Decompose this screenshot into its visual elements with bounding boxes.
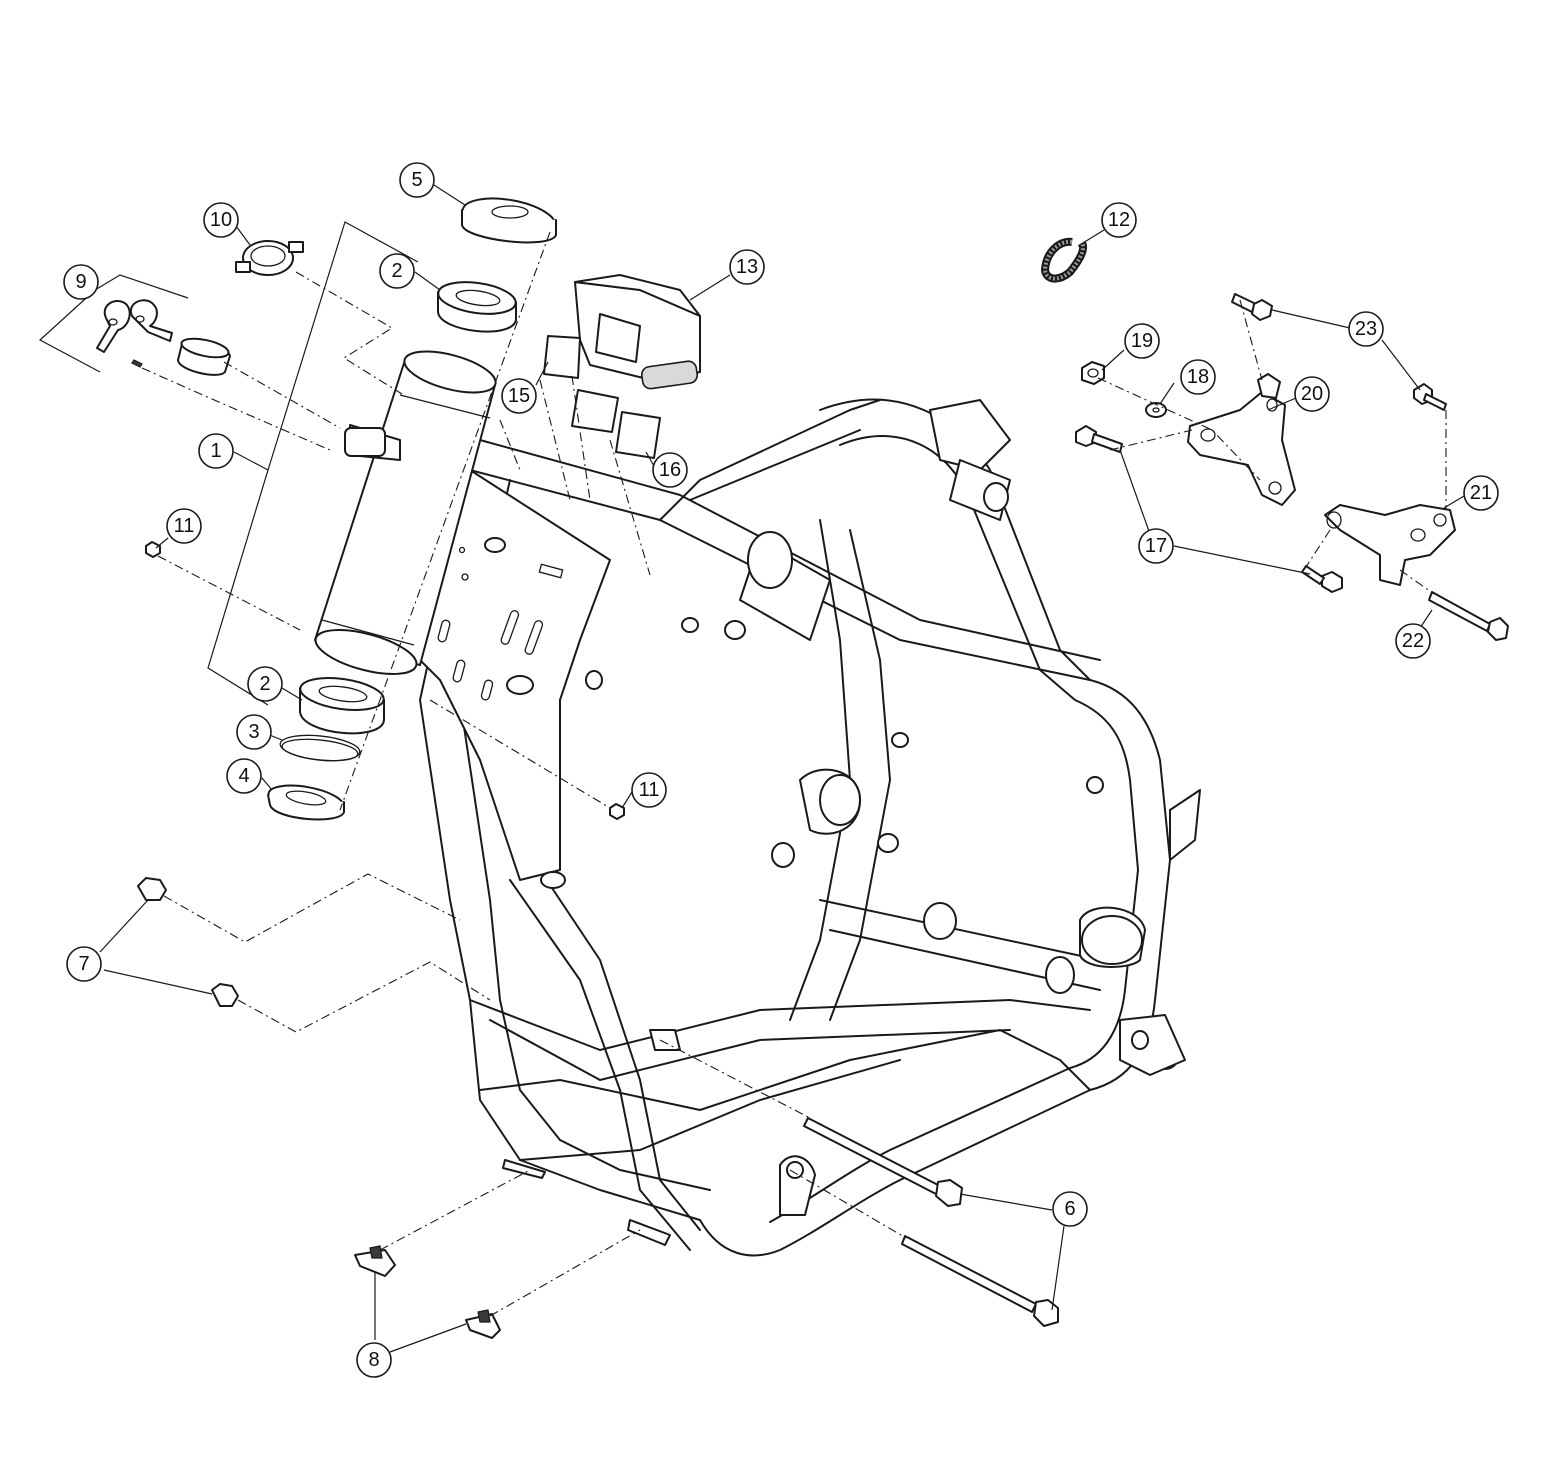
plate-bolt-upper xyxy=(145,541,161,558)
engine-hanger-left xyxy=(1187,373,1296,506)
hanger-washer xyxy=(1145,402,1167,418)
callout-2-lower: 2 xyxy=(247,666,283,702)
svg-text:5: 5 xyxy=(411,169,422,191)
callout-20: 20 xyxy=(1294,376,1330,412)
callout-16: 16 xyxy=(652,452,688,488)
svg-text:22: 22 xyxy=(1402,630,1424,652)
svg-text:2: 2 xyxy=(259,673,270,695)
frame-nut-lower xyxy=(211,983,239,1007)
svg-text:12: 12 xyxy=(1108,209,1130,231)
engine-bolt-lower xyxy=(901,1235,1059,1327)
hanger-bolt-upper xyxy=(1075,425,1123,453)
hanger-bolt-lower xyxy=(1301,565,1343,593)
key-set xyxy=(96,299,386,457)
main-frame xyxy=(419,398,1171,1257)
hanger-bolt-23-upper xyxy=(1231,293,1273,321)
leader-lines xyxy=(38,184,1465,1353)
callout-4: 4 xyxy=(226,758,262,794)
callout-19: 19 xyxy=(1124,323,1160,359)
callout-21: 21 xyxy=(1463,475,1499,511)
callout-22: 22 xyxy=(1395,623,1431,659)
svg-text:6: 6 xyxy=(1064,1198,1075,1220)
callout-17: 17 xyxy=(1138,528,1174,564)
callout-12: 12 xyxy=(1101,202,1137,238)
svg-text:17: 17 xyxy=(1145,535,1167,557)
svg-text:10: 10 xyxy=(210,209,232,231)
svg-text:11: 11 xyxy=(174,515,195,537)
electrical-box xyxy=(543,274,701,459)
callout-11-lower: 11 xyxy=(631,772,667,808)
svg-text:2: 2 xyxy=(391,260,402,282)
engine-hanger-right xyxy=(1324,504,1456,586)
svg-text:3: 3 xyxy=(248,721,259,743)
lower-seal xyxy=(267,784,345,821)
callout-9: 9 xyxy=(63,264,99,300)
svg-text:18: 18 xyxy=(1187,366,1209,388)
assembly-lines xyxy=(141,231,1447,1317)
cable-tie xyxy=(1040,237,1087,283)
svg-text:9: 9 xyxy=(75,271,86,293)
svg-text:16: 16 xyxy=(659,459,681,481)
svg-text:7: 7 xyxy=(78,953,89,975)
svg-text:20: 20 xyxy=(1301,383,1323,405)
svg-text:15: 15 xyxy=(508,385,530,407)
callout-10: 10 xyxy=(203,202,239,238)
lower-bearing xyxy=(299,677,385,735)
svg-text:19: 19 xyxy=(1131,330,1153,352)
callout-8: 8 xyxy=(356,1342,392,1378)
callout-5: 5 xyxy=(399,162,435,198)
svg-text:1: 1 xyxy=(210,440,221,462)
svg-text:13: 13 xyxy=(736,256,758,278)
callout-3: 3 xyxy=(236,714,272,750)
callout-13: 13 xyxy=(729,249,765,285)
dust-seal xyxy=(461,197,557,244)
engine-bolt-upper xyxy=(803,1117,963,1207)
svg-text:23: 23 xyxy=(1355,318,1377,340)
o-ring xyxy=(279,734,361,762)
pivot-bosses xyxy=(502,617,1201,1246)
frame-nut-upper xyxy=(137,877,167,901)
upper-bearing xyxy=(437,281,517,333)
callout-6: 6 xyxy=(1052,1191,1088,1227)
clip-upper xyxy=(354,1245,396,1277)
callout-7: 7 xyxy=(66,946,102,982)
svg-text:8: 8 xyxy=(368,1349,379,1371)
gusset-plate xyxy=(399,469,611,889)
callout-2-upper: 2 xyxy=(379,253,415,289)
lock-ring xyxy=(235,240,304,276)
hanger-bolt-22 xyxy=(1428,591,1509,641)
shock-mount xyxy=(739,399,1011,641)
callout-23: 23 xyxy=(1348,311,1384,347)
clip-lower xyxy=(465,1309,501,1339)
svg-text:4: 4 xyxy=(238,765,249,787)
hanger-nut xyxy=(1081,361,1105,385)
callout-1: 1 xyxy=(198,433,234,469)
svg-text:11: 11 xyxy=(639,779,660,801)
callout-15: 15 xyxy=(501,378,537,414)
callout-11-upper: 11 xyxy=(166,508,202,544)
svg-text:21: 21 xyxy=(1470,482,1492,504)
plate-bolt-lower xyxy=(609,803,625,820)
callout-18: 18 xyxy=(1180,359,1216,395)
